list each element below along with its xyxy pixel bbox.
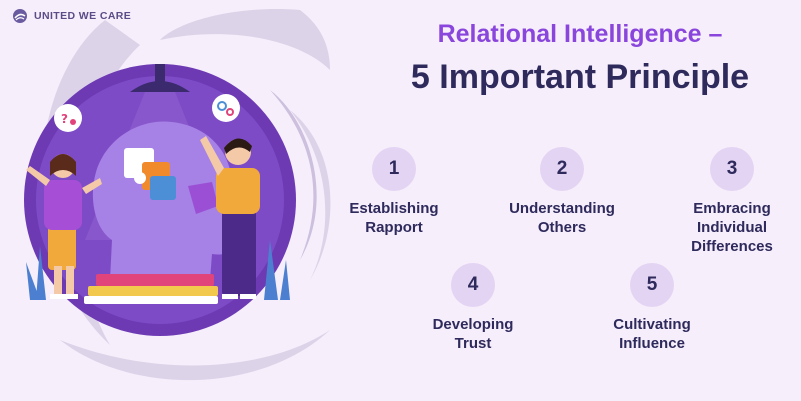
principle-label: Understanding Others: [487, 199, 637, 237]
principle-label-line: Influence: [619, 335, 685, 352]
lamp-icon: [130, 81, 190, 92]
swoosh-decoration: [60, 330, 330, 381]
principle-number: 1: [372, 147, 416, 191]
brand-name: UNITED WE CARE: [34, 10, 132, 22]
principle-5: 5 Cultivating Influence: [577, 263, 727, 353]
principle-1: 1 Establishing Rapport: [319, 147, 469, 237]
gears-icon: [212, 94, 240, 122]
principle-label-line: Rapport: [365, 219, 423, 236]
principle-label-line: Cultivating: [613, 316, 691, 333]
svg-text:?: ?: [61, 112, 68, 126]
swoosh-decoration: [160, 9, 330, 70]
plant-decoration: [26, 246, 46, 300]
principle-label-line: Trust: [454, 335, 492, 352]
puzzle-piece-icon: [188, 182, 218, 214]
principle-3: 3 Embracing Individual Differences: [657, 147, 801, 256]
brand: UNITED WE CARE: [12, 8, 131, 24]
globe-swirl-icon: [13, 9, 27, 23]
principle-label-line: Others: [537, 219, 587, 236]
principle-label-line: Developing: [432, 316, 514, 333]
principle-label-line: Individual: [696, 219, 767, 236]
principle-label-line: Embracing: [693, 200, 771, 217]
principle-number: 4: [451, 263, 495, 307]
principle-number: 3: [710, 147, 754, 191]
book-stack-icon: [84, 274, 218, 304]
swoosh-decoration: [290, 110, 331, 280]
principle-label: Embracing Individual Differences: [657, 199, 801, 256]
man-figure-icon: [200, 136, 260, 299]
principle-4: 4 Developing Trust: [398, 263, 548, 353]
woman-figure-icon: [26, 154, 102, 299]
principle-number: 2: [540, 147, 584, 191]
speech-bubble-icon: ?: [54, 104, 82, 132]
principle-2: 2 Understanding Others: [487, 147, 637, 237]
principle-number: 5: [630, 263, 674, 307]
principle-label: Establishing Rapport: [319, 199, 469, 237]
title-line-1: Relational Intelligence –: [437, 20, 723, 48]
principle-label-line: Establishing: [349, 200, 439, 217]
plant-decoration: [264, 240, 290, 300]
principle-label: Developing Trust: [398, 315, 548, 353]
principle-label-line: Understanding: [509, 200, 615, 217]
principle-label: Cultivating Influence: [577, 315, 727, 353]
principle-label-line: Differences: [691, 238, 773, 255]
title-line-2: 5 Important Principle: [410, 58, 750, 96]
puzzle-piece-icon: [124, 148, 176, 200]
